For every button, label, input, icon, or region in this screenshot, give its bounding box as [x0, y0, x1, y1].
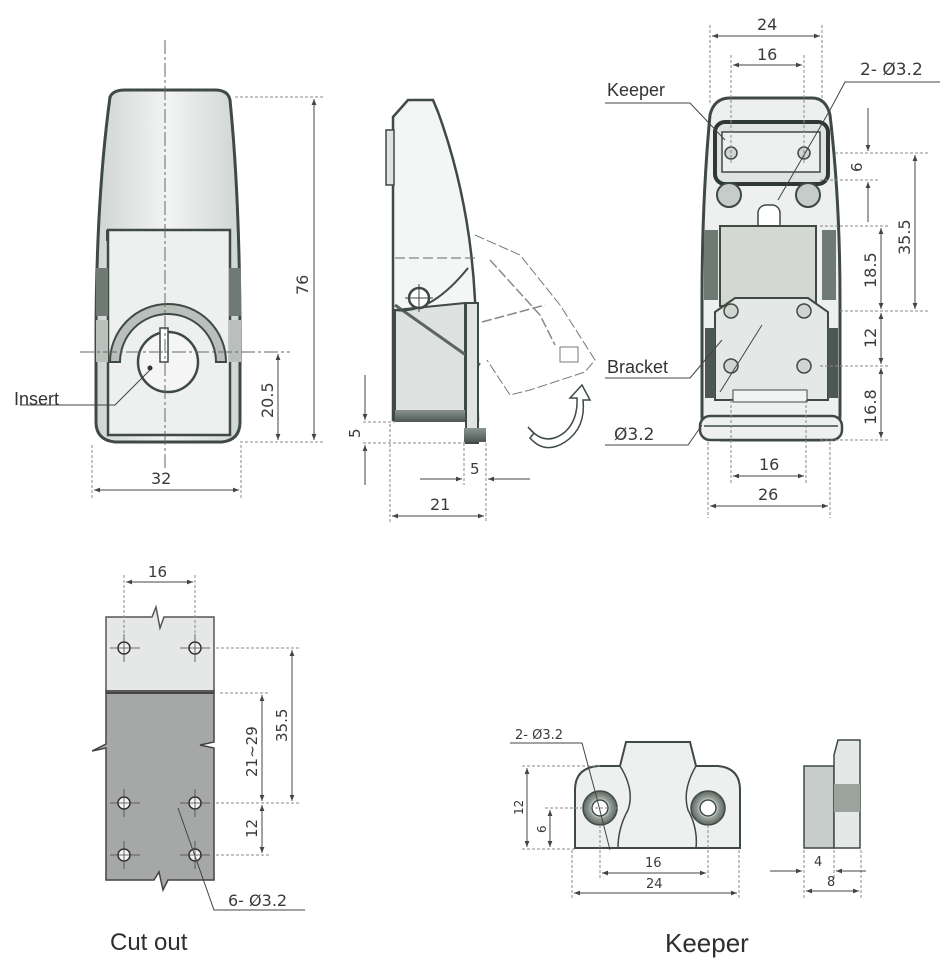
dim-width-32: 32 — [151, 469, 171, 488]
rotate-arrow-icon — [527, 383, 592, 449]
dim-keeper-4: 4 — [814, 855, 822, 870]
dim-top-16: 16 — [757, 45, 777, 64]
dim-keeper-24: 24 — [646, 877, 663, 892]
keeper-caption: Keeper — [665, 928, 749, 958]
dim-hook-width-5: 5 — [470, 460, 480, 478]
dim-keeper-8: 8 — [827, 875, 835, 890]
side-view: 5 5 21 — [346, 98, 596, 522]
dim-16-8: 16.8 — [861, 389, 880, 425]
dim-bracket-hole: Ø3.2 — [614, 425, 654, 445]
keeper-label: Keeper — [607, 80, 665, 100]
dim-bottom-26: 26 — [758, 485, 778, 504]
keyhole-icon — [159, 327, 169, 363]
dim-12: 12 — [861, 328, 880, 348]
cutout-caption: Cut out — [110, 929, 188, 956]
dim-hook-height-5: 5 — [346, 428, 364, 438]
dim-keeper-12: 12 — [512, 800, 526, 815]
cutout-view: 16 35.5 21~29 12 6- Ø3.2 Cut out — [91, 563, 305, 956]
dim-cutout-35-5: 35.5 — [273, 709, 291, 742]
dim-cutout-range: 21~29 — [243, 726, 261, 777]
insert-label: Insert — [14, 389, 59, 409]
dim-cutout-holes: 6- Ø3.2 — [228, 891, 287, 910]
dim-cutout-16: 16 — [148, 563, 167, 581]
front-view: Insert 76 20.5 32 — [14, 40, 325, 500]
dim-depth-21: 21 — [430, 495, 450, 514]
dim-35-5: 35.5 — [895, 219, 914, 255]
dim-bottom-16: 16 — [759, 455, 779, 474]
dim-20-5: 20.5 — [258, 382, 277, 418]
keeper-view: 2- Ø3.2 12 6 16 24 4 8 Keeper — [510, 728, 866, 958]
dim-height-76: 76 — [293, 275, 312, 295]
dim-keeper-16: 16 — [645, 856, 662, 871]
bracket-label: Bracket — [607, 357, 668, 377]
dim-cutout-12: 12 — [243, 819, 261, 838]
dim-6: 6 — [848, 162, 866, 172]
dim-keeper-holes: 2- Ø3.2 — [860, 60, 923, 80]
dim-top-24: 24 — [757, 15, 777, 34]
dim-18-5: 18.5 — [861, 252, 880, 288]
dim-keeper-holes-2: 2- Ø3.2 — [515, 728, 563, 743]
back-view: 24 16 Keeper 2- Ø3.2 6 35.5 18.5 12 16.8… — [605, 15, 940, 518]
dim-keeper-6: 6 — [535, 825, 549, 833]
